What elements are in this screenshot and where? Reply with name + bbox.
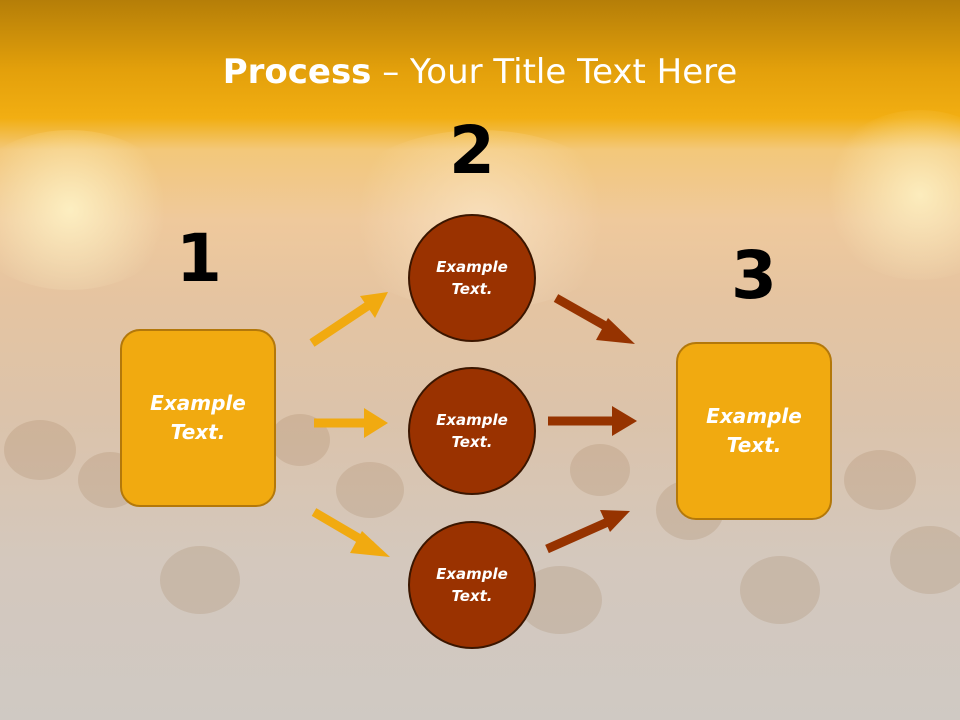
step-3-box[interactable]: Example Text. [676,342,832,520]
circle-bottom-text: Example Text. [436,564,508,606]
step-2-circle-bottom[interactable]: Example Text. [408,521,536,649]
title-bold: Process [222,52,372,92]
arrow-right-down [553,294,635,344]
step-number-3: 3 [731,237,777,314]
step-number-2: 2 [449,112,495,189]
circle-middle-text: Example Text. [436,410,508,452]
arrow-left-mid [314,408,388,438]
step-1-box[interactable]: Example Text. [120,329,276,507]
title-rest: – Your Title Text Here [371,52,738,92]
step-3-text: Example Text. [706,404,802,457]
step-number-1: 1 [176,220,222,297]
step-1-text: Example Text. [150,391,246,444]
step-2-circle-top[interactable]: Example Text. [408,214,536,342]
arrow-right-up [545,510,630,554]
arrow-left-down [311,508,390,557]
arrow-right-mid [548,406,637,436]
step-2-circle-middle[interactable]: Example Text. [408,367,536,495]
arrow-left-up [309,292,388,347]
circle-top-text: Example Text. [436,257,508,299]
slide-title: Process – Your Title Text Here [0,52,960,92]
